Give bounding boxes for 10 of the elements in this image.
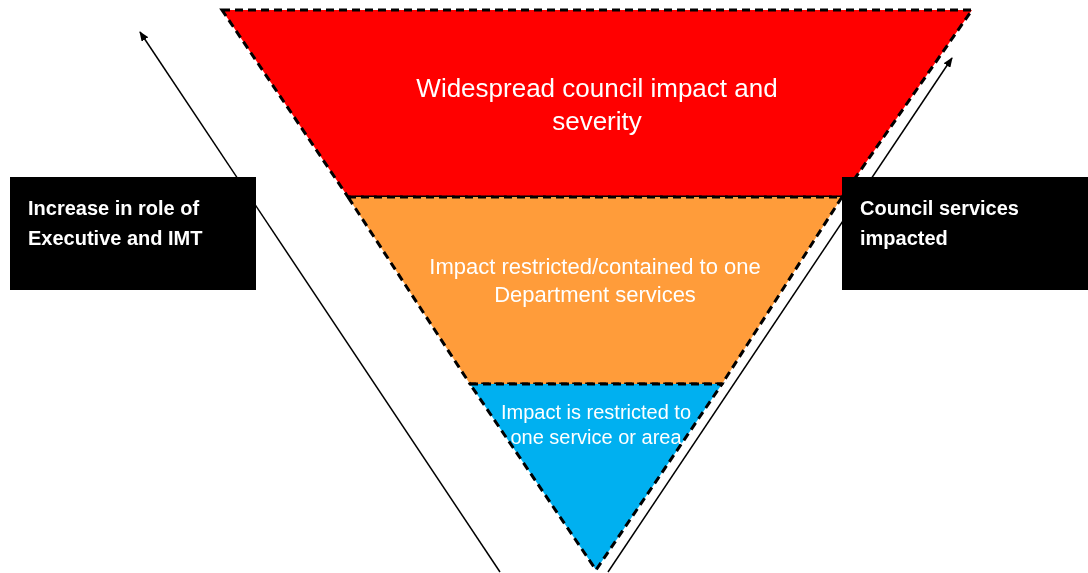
pyramid-tier [348, 197, 842, 384]
tier-label: Widespread council impact and severity [415, 72, 779, 137]
pyramid-tier [470, 384, 722, 570]
callout-box [842, 177, 1088, 290]
tier-label: Impact is restricted to one service or area [499, 400, 693, 450]
callout-text: Increase in role of Executive and IMT [28, 196, 204, 251]
callout-text: Council services impacted [860, 196, 1020, 251]
tier-label: Impact restricted/contained to one Department services [428, 253, 762, 308]
pyramid-tier [222, 10, 972, 197]
callout-box [10, 177, 256, 290]
